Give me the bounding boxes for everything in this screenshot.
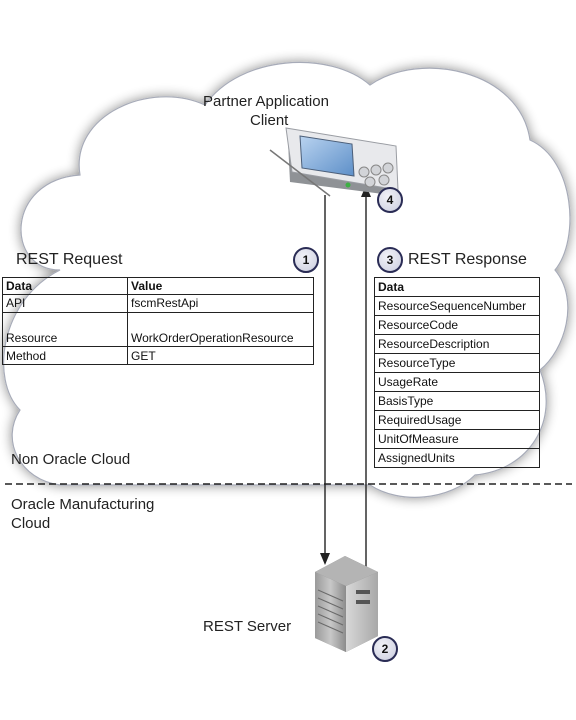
zone-oracle-cloud-line1: Oracle Manufacturing — [11, 496, 155, 513]
response-title: REST Response — [408, 251, 527, 268]
table-row: API fscmRestApi — [2, 294, 314, 313]
request-cell-value: GET — [127, 346, 314, 365]
step-badge-1: 1 — [293, 247, 319, 273]
request-arrowhead — [320, 553, 330, 565]
response-cell: RequiredUsage — [374, 410, 540, 430]
zone-non-oracle-cloud: Non Oracle Cloud — [11, 451, 131, 468]
table-row: RequiredUsage — [374, 410, 540, 430]
response-cell: UsageRate — [374, 372, 540, 392]
request-header-data: Data — [2, 277, 128, 295]
response-cell: ResourceSequenceNumber — [374, 296, 540, 316]
tablet-icon — [269, 127, 399, 197]
server-icon — [315, 556, 378, 652]
client-label-line2: Client — [250, 112, 289, 129]
request-cell-key: Method — [2, 346, 128, 365]
server-label: REST Server — [203, 618, 292, 635]
table-row: ResourceDescription — [374, 334, 540, 354]
response-header-row: Data — [374, 277, 540, 297]
zone-oracle-cloud-line2: Cloud — [11, 515, 51, 532]
request-cell-key: API — [2, 294, 128, 313]
request-header-row: Data Value — [2, 277, 314, 295]
table-row: UsageRate — [374, 372, 540, 392]
request-title: REST Request — [16, 251, 123, 268]
response-cell: AssignedUnits — [374, 448, 540, 468]
response-table: Data ResourceSequenceNumber ResourceCode… — [374, 277, 540, 468]
response-cell: ResourceType — [374, 353, 540, 373]
request-cell-value: fscmRestApi — [127, 294, 314, 313]
table-row: Method GET — [2, 346, 314, 365]
step-badge-3: 3 — [377, 247, 403, 273]
table-row: AssignedUnits — [374, 448, 540, 468]
response-header-data: Data — [374, 277, 540, 297]
table-row: ResourceType — [374, 353, 540, 373]
client-label-line1: Partner Application — [203, 93, 329, 110]
table-row: ResourceSequenceNumber — [374, 296, 540, 316]
step-badge-4: 4 — [377, 187, 403, 213]
request-header-value: Value — [127, 277, 314, 295]
response-cell: UnitOfMeasure — [374, 429, 540, 449]
table-row: Resource WorkOrderOperationResource — [2, 312, 314, 347]
table-row: UnitOfMeasure — [374, 429, 540, 449]
response-cell: ResourceDescription — [374, 334, 540, 354]
response-cell: ResourceCode — [374, 315, 540, 335]
response-cell: BasisType — [374, 391, 540, 411]
table-row: BasisType — [374, 391, 540, 411]
table-row: ResourceCode — [374, 315, 540, 335]
request-cell-value: WorkOrderOperationResource — [127, 312, 314, 347]
step-badge-2: 2 — [372, 636, 398, 662]
request-cell-key: Resource — [2, 312, 128, 347]
request-table: Data Value API fscmRestApi Resource Work… — [2, 277, 314, 365]
